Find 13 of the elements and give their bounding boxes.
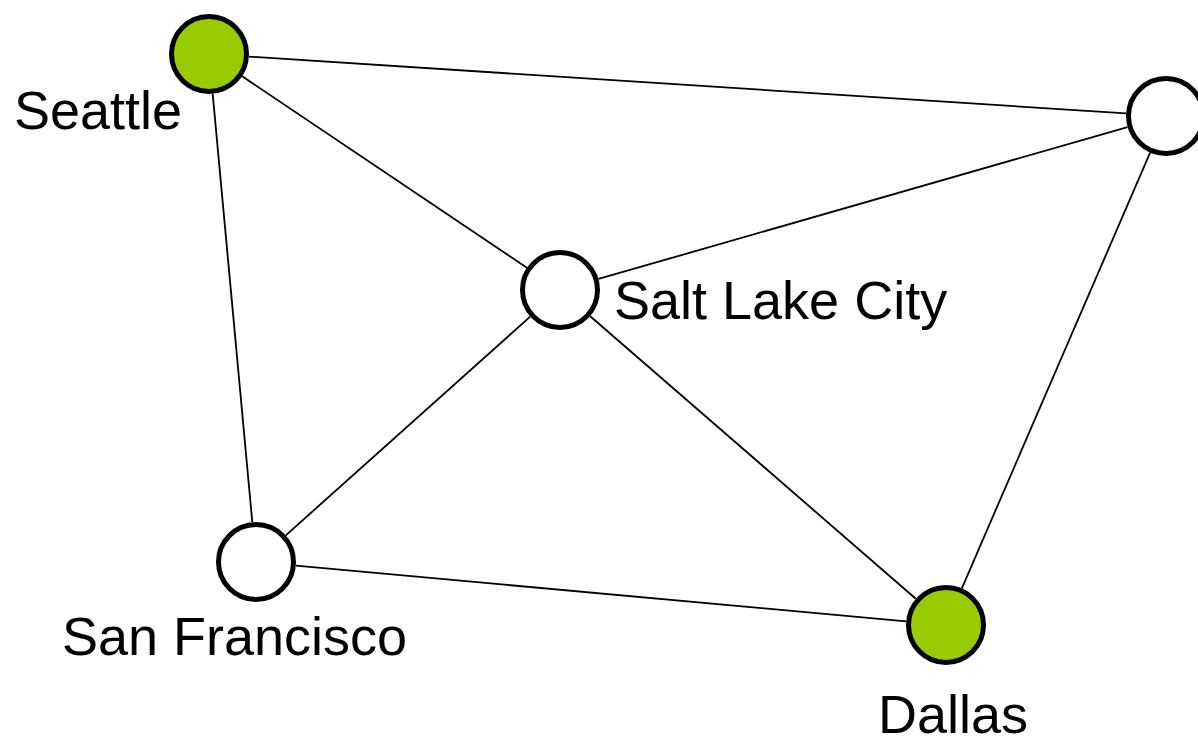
city-label: Salt Lake City [614, 270, 948, 330]
city-label: Seattle [14, 80, 183, 140]
connector-line [284, 315, 532, 537]
circle-node [1126, 76, 1198, 156]
connector-line [248, 55, 1127, 115]
connector-line [241, 75, 528, 269]
city-label: Dallas [878, 684, 1029, 744]
connector-line [589, 315, 917, 600]
connector-line [960, 151, 1152, 590]
city-label: San Francisco [62, 606, 408, 666]
connector-line [294, 564, 908, 623]
connector-line [597, 126, 1129, 280]
connector-line [211, 92, 254, 524]
